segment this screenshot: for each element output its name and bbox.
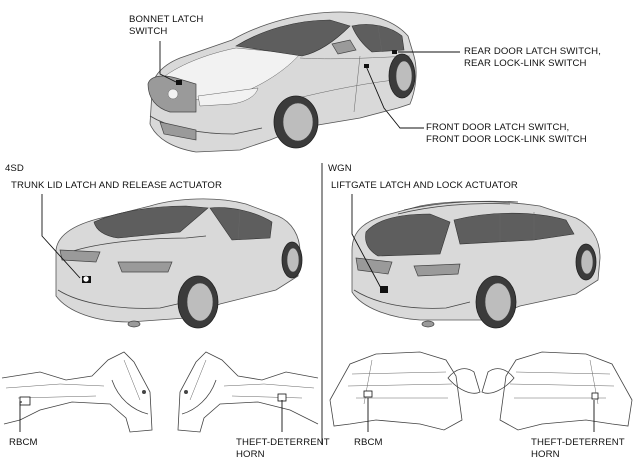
front-door-label-line-2: FRONT DOOR LOCK-LINK SWITCH: [426, 133, 587, 145]
liftgate-leader-line: [351, 194, 383, 291]
horn-left-label-line-2: HORN: [236, 448, 265, 460]
rbcm-left-leader-line: [19, 401, 22, 432]
sedan-rear-view: [55, 198, 303, 329]
bonnet-label-line-2: SWITCH: [129, 25, 168, 37]
wagon-cargo-left-view: [329, 351, 481, 431]
rear-door-switch-label: REAR DOOR LATCH SWITCH, REAR LOCK-LINK S…: [464, 46, 601, 69]
section-label-wgn: WGN: [328, 163, 352, 174]
bonnet-latch-label: BONNET LATCH SWITCH: [129, 14, 203, 37]
trunk-leader-line: [41, 194, 81, 279]
bonnet-label-line-1: BONNET LATCH: [129, 14, 204, 25]
sedan-trunk-right-view: [177, 351, 319, 433]
rear-door-label-line-2: REAR LOCK-LINK SWITCH: [464, 57, 587, 69]
section-label-4sd: 4SD: [5, 163, 24, 174]
horn-right-label-line-2: HORN: [531, 448, 560, 460]
wagon-rear-view: [351, 200, 601, 329]
trunk-lid-actuator-label: TRUNK LID LATCH AND RELEASE ACTUATOR: [11, 180, 222, 191]
sedan-trunk-left-view: [1, 351, 153, 433]
front-door-leader-line: [365, 65, 424, 129]
theft-deterrent-horn-left-label: THEFT-DETERRENT HORN: [236, 437, 330, 460]
horn-left-label-line-1: THEFT-DETERRENT: [236, 437, 330, 448]
rear-door-label-line-1: REAR DOOR LATCH SWITCH,: [464, 46, 601, 57]
wagon-cargo-right-view: [481, 351, 633, 431]
liftgate-actuator-label: LIFTGATE LATCH AND LOCK ACTUATOR: [331, 180, 518, 191]
front-door-label-line-1: FRONT DOOR LATCH SWITCH,: [426, 122, 570, 133]
front-door-switch-label: FRONT DOOR LATCH SWITCH, FRONT DOOR LOCK…: [426, 122, 587, 145]
theft-deterrent-horn-right-label: THEFT-DETERRENT HORN: [531, 437, 625, 460]
sedan-front-view: [147, 11, 417, 153]
rbcm-left-label: RBCM: [9, 437, 38, 448]
horn-right-label-line-1: THEFT-DETERRENT: [531, 437, 625, 448]
rbcm-right-label: RBCM: [354, 437, 383, 448]
bonnet-leader-line: [159, 41, 177, 83]
